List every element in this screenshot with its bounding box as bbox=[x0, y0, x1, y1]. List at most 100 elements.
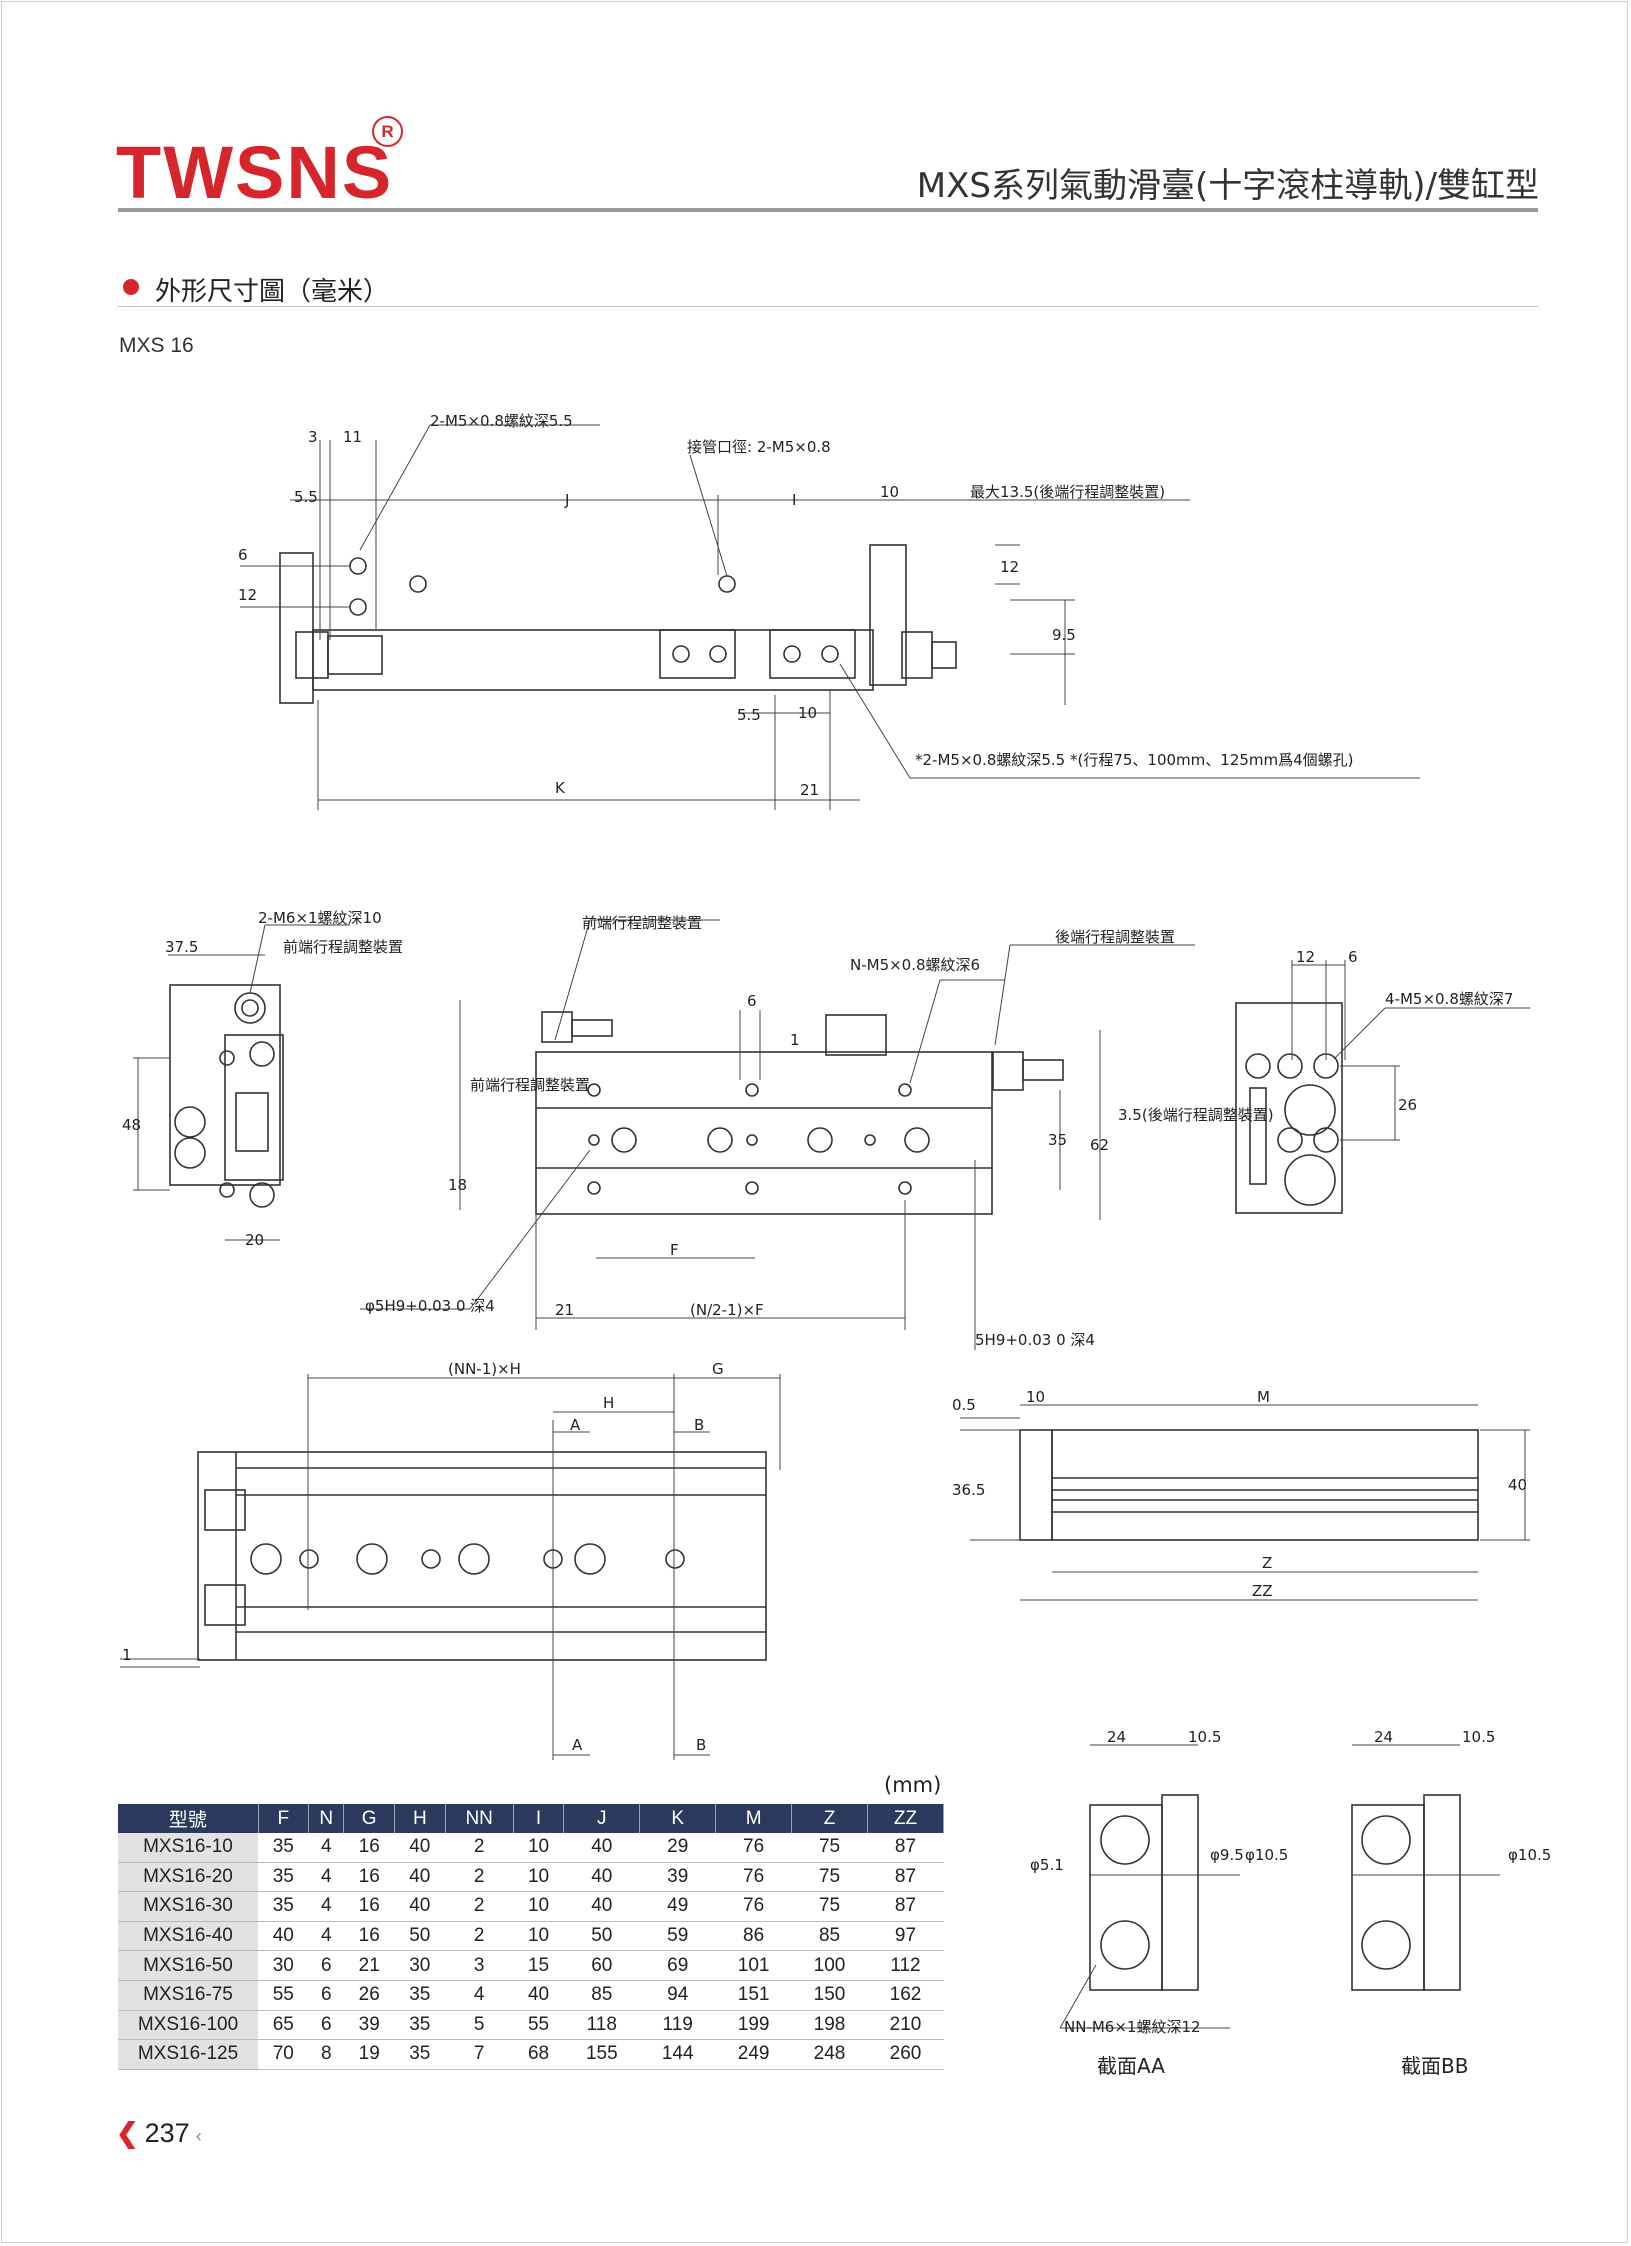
sv-thread-note: 2-M6×1螺紋深10 bbox=[258, 909, 382, 927]
value-cell: 65 bbox=[258, 2010, 309, 2041]
fv-front-adjust-side: 前端行程調整裝置 bbox=[470, 1076, 590, 1094]
value-cell: 2 bbox=[445, 1862, 514, 1893]
value-cell: 162 bbox=[867, 1980, 944, 2011]
tv-thread-note: 2-M5×0.8螺紋深5.5 bbox=[430, 412, 573, 430]
value-cell: 2 bbox=[445, 1891, 514, 1922]
value-cell: 40 bbox=[394, 1833, 446, 1863]
value-cell: 26 bbox=[343, 1980, 395, 2011]
value-cell: 4 bbox=[308, 1891, 344, 1922]
tv-dim-12-left: 12 bbox=[238, 586, 257, 604]
value-cell: 198 bbox=[791, 2010, 868, 2041]
value-cell: 40 bbox=[258, 1921, 309, 1952]
value-cell: 2 bbox=[445, 1921, 514, 1952]
header-rule bbox=[118, 208, 1538, 212]
value-cell: 35 bbox=[258, 1891, 309, 1922]
header-z: Z bbox=[791, 1804, 868, 1833]
value-cell: 199 bbox=[715, 2010, 792, 2041]
tv-dim-10-b: 10 bbox=[798, 704, 817, 722]
value-cell: 10 bbox=[513, 1862, 564, 1893]
registered-mark-icon: R bbox=[372, 116, 403, 147]
tv-dim-i: I bbox=[792, 491, 796, 509]
section-bb-drawing bbox=[1351, 1794, 1461, 1991]
model-cell: MXS16-50 bbox=[118, 1950, 258, 1981]
fv-dim-f: F bbox=[670, 1241, 679, 1259]
value-cell: 21 bbox=[343, 1950, 395, 1981]
value-cell: 85 bbox=[791, 1921, 868, 1952]
value-cell: 87 bbox=[867, 1862, 944, 1893]
value-cell: 16 bbox=[343, 1862, 395, 1893]
value-cell: 16 bbox=[343, 1891, 395, 1922]
header-model: 型號 bbox=[118, 1804, 259, 1833]
value-cell: 69 bbox=[639, 1950, 716, 1981]
bv-dim-h: H bbox=[603, 1394, 614, 1412]
value-cell: 4 bbox=[308, 1921, 344, 1952]
model-cell: MXS16-100 bbox=[118, 2010, 258, 2041]
fv-rear-adjust: 後端行程調整裝置 bbox=[1055, 928, 1175, 946]
value-cell: 10 bbox=[513, 1921, 564, 1952]
value-cell: 100 bbox=[791, 1950, 868, 1981]
value-cell: 248 bbox=[791, 2039, 868, 2070]
header-nn: NN bbox=[445, 1804, 514, 1833]
value-cell: 112 bbox=[867, 1950, 944, 1981]
value-cell: 15 bbox=[513, 1950, 564, 1981]
value-cell: 76 bbox=[715, 1891, 792, 1922]
rv-dim-z: Z bbox=[1262, 1554, 1272, 1572]
bv-dim-nn-h: (NN-1)×H bbox=[448, 1360, 521, 1378]
side-view-drawing bbox=[169, 984, 284, 1208]
fv-dim-3-5: 3.5(後端行程調整裝置) bbox=[1118, 1106, 1274, 1124]
value-cell: 7 bbox=[445, 2039, 514, 2070]
rv-dim-36-5: 36.5 bbox=[952, 1481, 985, 1499]
tv-dim-k: K bbox=[555, 779, 566, 797]
value-cell: 76 bbox=[715, 1862, 792, 1893]
tv-dim-11: 11 bbox=[343, 428, 362, 446]
bv-label-b-top: B bbox=[694, 1416, 704, 1434]
value-cell: 87 bbox=[867, 1833, 944, 1863]
value-cell: 119 bbox=[639, 2010, 716, 2041]
tv-dim-12-right: 12 bbox=[1000, 558, 1019, 576]
fv-dim-n-f: (N/2-1)×F bbox=[690, 1301, 764, 1319]
value-cell: 10 bbox=[513, 1833, 564, 1863]
value-cell: 150 bbox=[791, 1980, 868, 2011]
rv-dim-10: 10 bbox=[1026, 1388, 1045, 1406]
bottom-view-drawing bbox=[197, 1451, 767, 1661]
value-cell: 86 bbox=[715, 1921, 792, 1952]
tv-port-note: 接管口徑: 2-M5×0.8 bbox=[687, 438, 831, 456]
fv-dim-62: 62 bbox=[1090, 1136, 1109, 1154]
ev-thread-note: 4-M5×0.8螺紋深7 bbox=[1385, 990, 1513, 1008]
tv-dim-9-5: 9.5 bbox=[1052, 626, 1076, 644]
tv-dim-j: J bbox=[564, 491, 569, 509]
model-cell: MXS16-125 bbox=[118, 2039, 258, 2070]
chevron-left-small-icon: ‹ bbox=[195, 2126, 202, 2146]
fv-thread-note: N-M5×0.8螺紋深6 bbox=[850, 956, 980, 974]
bv-label-b-bottom: B bbox=[696, 1736, 706, 1754]
header-n: N bbox=[308, 1804, 345, 1833]
value-cell: 35 bbox=[258, 1862, 309, 1893]
front-view-drawing bbox=[535, 1011, 1064, 1215]
bb-dim-24: 24 bbox=[1374, 1728, 1393, 1746]
value-cell: 40 bbox=[563, 1891, 640, 1922]
model-label: MXS 16 bbox=[119, 334, 194, 357]
aa-dim-phi-5-1: φ5.1 bbox=[1030, 1856, 1064, 1874]
value-cell: 40 bbox=[394, 1891, 446, 1922]
header-m: M bbox=[715, 1804, 793, 1833]
value-cell: 60 bbox=[563, 1950, 640, 1981]
chevron-left-icon: ❮ bbox=[116, 2118, 139, 2148]
rv-dim-40: 40 bbox=[1508, 1476, 1527, 1494]
value-cell: 35 bbox=[258, 1833, 309, 1863]
brand-logo: TWSNS bbox=[116, 131, 394, 214]
header-f: F bbox=[258, 1804, 310, 1833]
document-title: MXS系列氣動滑臺(十字滾柱導軌)/雙缸型 bbox=[916, 166, 1539, 206]
value-cell: 30 bbox=[258, 1950, 309, 1981]
value-cell: 35 bbox=[394, 2039, 446, 2070]
section-aa-caption: 截面AA bbox=[1097, 2054, 1165, 2078]
header-h: H bbox=[394, 1804, 446, 1833]
value-cell: 19 bbox=[343, 2039, 395, 2070]
model-cell: MXS16-10 bbox=[118, 1833, 258, 1863]
sv-dim-37-5: 37.5 bbox=[165, 938, 198, 956]
value-cell: 16 bbox=[343, 1833, 395, 1863]
